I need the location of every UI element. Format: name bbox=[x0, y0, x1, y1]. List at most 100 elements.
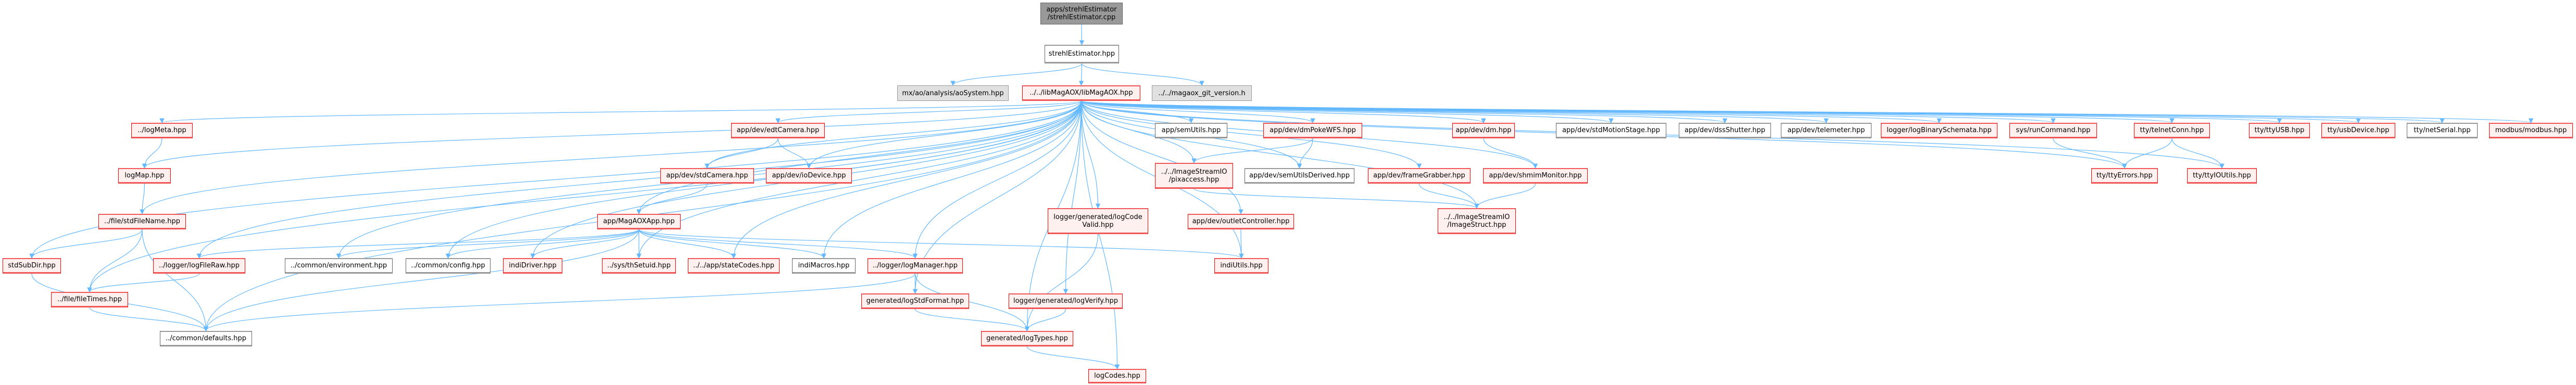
edge-libmagaox-to-logmap bbox=[142, 100, 1082, 169]
node-filetimes[interactable]: ../file/fileTimes.hpp bbox=[51, 292, 128, 307]
edge-libmagaox-to-magaoxapp bbox=[636, 100, 1082, 214]
node-telemeter[interactable]: app/dev/telemeter.hpp bbox=[1781, 123, 1871, 138]
node-defaults[interactable]: ../common/defaults.hpp bbox=[160, 331, 252, 346]
node-semderived[interactable]: app/dev/semUtilsDerived.hpp bbox=[1245, 168, 1354, 184]
node-logmap[interactable]: logMap.hpp bbox=[118, 168, 171, 184]
edge-libmagaox-to-iodev bbox=[806, 100, 1082, 169]
edge-telnet-to-ttyioutils bbox=[2171, 138, 2225, 169]
node-iodev[interactable]: app/dev/ioDevice.hpp bbox=[766, 168, 852, 184]
edge-strehl-to-gitver bbox=[1081, 63, 1204, 86]
edge-dm-to-shmim bbox=[1483, 138, 1538, 169]
edge-logtypes-to-logcodes bbox=[1026, 346, 1120, 369]
edge-libmagaox-to-logmanager bbox=[912, 100, 1082, 259]
node-ttyioutils[interactable]: tty/ttyIOUtils.hpp bbox=[2187, 168, 2257, 184]
node-modbus[interactable]: modbus/modbus.hpp bbox=[2489, 123, 2573, 138]
edge-libmagaox-to-filetimes bbox=[87, 100, 1082, 292]
edge-magaoxapp-to-logfileraw bbox=[196, 229, 639, 259]
edge-libmagaox-to-imagestruct bbox=[1080, 100, 1479, 209]
edge-filetimes-to-defaults bbox=[89, 307, 209, 331]
edge-libmagaox-to-outletctrl bbox=[1080, 100, 1243, 214]
edge-libmagaox-to-stdcam bbox=[705, 100, 1082, 169]
node-semutils[interactable]: app/semUtils.hpp bbox=[1155, 123, 1227, 138]
edge-runcmd-to-ttyerrors bbox=[2053, 138, 2127, 169]
node-logbinary[interactable]: logger/logBinarySchemata.hpp bbox=[1881, 123, 1997, 138]
edge-logmap-to-stdfilename bbox=[140, 183, 145, 214]
node-runcmd[interactable]: sys/runCommand.hpp bbox=[2009, 123, 2097, 138]
edge-libmagaox-to-dm bbox=[1080, 100, 1486, 123]
node-stdcam[interactable]: app/dev/stdCamera.hpp bbox=[660, 168, 754, 184]
node-edtcam[interactable]: app/dev/edtCamera.hpp bbox=[731, 123, 825, 138]
edge-libmagaox-to-edtcam bbox=[775, 100, 1082, 123]
node-magaoxapp[interactable]: app/MagAOXApp.hpp bbox=[597, 214, 681, 229]
edge-strehl-to-aosys bbox=[950, 63, 1083, 86]
edge-stdcam-to-magaoxapp bbox=[636, 183, 708, 214]
node-telnet[interactable]: tty/telnetConn.hpp bbox=[2134, 123, 2210, 138]
edge-libmagaox-to-framegrab bbox=[1080, 100, 1422, 169]
node-netserial[interactable]: tty/netSerial.hpp bbox=[2407, 123, 2478, 138]
edge-logfileraw-to-filetimes bbox=[87, 273, 200, 292]
node-libmagaox[interactable]: ../../libMagAOX/libMagAOX.hpp bbox=[1022, 85, 1140, 101]
edge-edtcam-to-iodev bbox=[777, 138, 812, 169]
edge-magaoxapp-to-indidriver bbox=[530, 229, 639, 259]
node-logcodes[interactable]: logCodes.hpp bbox=[1088, 369, 1146, 383]
node-usbdev[interactable]: tty/usbDevice.hpp bbox=[2321, 123, 2395, 138]
node-dmpoke[interactable]: app/dev/dmPokeWFS.hpp bbox=[1263, 123, 1362, 138]
edge-magaoxapp-to-indimacros bbox=[638, 229, 826, 259]
node-logverify[interactable]: logger/generated/logVerify.hpp bbox=[1009, 293, 1123, 309]
node-dssshutter[interactable]: app/dev/dssShutter.hpp bbox=[1679, 123, 1771, 138]
node-imagestruct[interactable]: ../../ImageStreamIO /ImageStruct.hpp bbox=[1438, 208, 1516, 234]
edge-libmagaox-to-dmpoke bbox=[1080, 100, 1315, 123]
node-logmanager[interactable]: ../logger/logManager.hpp bbox=[868, 258, 963, 274]
node-logcodevalid[interactable]: logger/generated/logCode Valid.hpp bbox=[1048, 208, 1148, 234]
edge-logcodevalid-to-logtypes bbox=[1024, 234, 1099, 331]
edge-libmagaox-to-indimacros bbox=[821, 100, 1082, 259]
node-stdfilename[interactable]: ../file/stdFileName.hpp bbox=[98, 214, 186, 229]
edge-libmagaox-to-logcodevalid bbox=[1080, 100, 1101, 209]
edge-libmagaox-to-logverify bbox=[1063, 100, 1082, 294]
edge-magaoxapp-to-environment bbox=[336, 229, 639, 259]
node-strehl[interactable]: strehlEstimator.hpp bbox=[1045, 45, 1119, 63]
node-pixaccess[interactable]: ../../ImageStreamIO /pixaccess.hpp bbox=[1155, 163, 1233, 189]
edge-libmagaox-to-stdfilename bbox=[140, 100, 1082, 214]
edge-magaoxapp-to-statecodes bbox=[638, 229, 736, 259]
node-environment[interactable]: ../common/environment.hpp bbox=[285, 258, 393, 274]
edge-libmagaox-to-telemeter bbox=[1080, 100, 1829, 123]
node-root[interactable]: apps/strehlEstimator /strehlEstimator.cp… bbox=[1040, 3, 1123, 24]
edge-libmagaox-to-telnet bbox=[1080, 100, 2174, 123]
node-logstdformat[interactable]: generated/logStdFormat.hpp bbox=[861, 293, 969, 309]
node-indiutils[interactable]: indiUtils.hpp bbox=[1214, 258, 1268, 274]
node-indidriver[interactable]: indiDriver.hpp bbox=[503, 258, 562, 274]
edge-libmagaox-to-statecodes bbox=[731, 100, 1082, 259]
node-framegrab[interactable]: app/dev/frameGrabber.hpp bbox=[1368, 168, 1471, 184]
node-logfileraw[interactable]: ../logger/logFileRaw.hpp bbox=[153, 258, 245, 274]
edge-framegrab-to-imagestruct bbox=[1418, 183, 1479, 209]
node-gitver[interactable]: ../../magaox_git_version.h bbox=[1152, 85, 1252, 101]
node-logmeta[interactable]: ../logMeta.hpp bbox=[131, 123, 193, 138]
node-logtypes[interactable]: generated/logTypes.hpp bbox=[981, 331, 1073, 346]
edge-libmagaox-to-logstdformat bbox=[912, 100, 1082, 294]
edge-magaoxapp-to-config bbox=[445, 229, 639, 259]
node-statecodes[interactable]: ../../app/stateCodes.hpp bbox=[688, 258, 780, 274]
node-ttyerrors[interactable]: tty/ttyErrors.hpp bbox=[2091, 168, 2158, 184]
node-ttyusb[interactable]: tty/ttyUSB.hpp bbox=[2249, 123, 2310, 138]
node-config[interactable]: ../common/config.hpp bbox=[406, 258, 491, 274]
edge-magaoxapp-to-logmanager bbox=[638, 229, 918, 259]
edge-telnet-to-ttyerrors bbox=[2122, 138, 2172, 169]
edge-libmagaox-to-stdsubdir bbox=[29, 100, 1082, 259]
node-indimacros[interactable]: indiMacros.hpp bbox=[792, 258, 856, 274]
edge-libmagaox-to-ttyusb bbox=[1080, 100, 2282, 123]
node-shmim[interactable]: app/dev/shmimMonitor.hpp bbox=[1483, 168, 1588, 184]
node-stdmotion[interactable]: app/dev/stdMotionStage.hpp bbox=[1556, 123, 1666, 138]
edge-logmeta-to-logmap bbox=[142, 138, 162, 169]
node-outletctrl[interactable]: app/dev/outletController.hpp bbox=[1188, 214, 1294, 229]
node-thsetuid[interactable]: ../sys/thSetuid.hpp bbox=[602, 258, 676, 274]
node-stdsubdir[interactable]: stdSubDir.hpp bbox=[3, 258, 61, 274]
node-aosys[interactable]: mx/ao/analysis/aoSystem.hpp bbox=[897, 85, 1009, 101]
edge-logmanager-to-logtypes bbox=[914, 273, 1030, 331]
edge-shmim-to-imagestruct bbox=[1474, 183, 1536, 209]
node-dm[interactable]: app/dev/dm.hpp bbox=[1452, 123, 1515, 138]
edge-stdfilename-to-stdsubdir bbox=[29, 229, 143, 259]
edge-libmagaox-to-modbus bbox=[1080, 100, 2533, 123]
edge-magaoxapp-to-defaults bbox=[203, 229, 639, 331]
